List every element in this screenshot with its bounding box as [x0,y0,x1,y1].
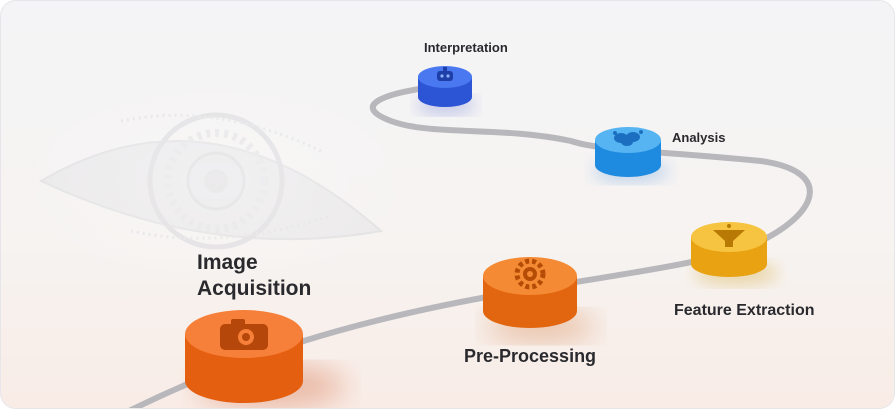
node-interpretation [416,66,476,115]
label-image-acquisition-line1: Image [197,251,258,274]
pipeline-path [128,83,813,408]
node-pre-processing [483,257,596,342]
gear-icon [514,258,546,290]
node-image-acquisition [185,310,346,408]
robot-icon [437,67,453,81]
label-interpretation: Interpretation [424,40,508,55]
label-pre-processing: Pre-Processing [464,346,597,366]
node-feature-extraction [691,222,778,286]
label-analysis: Analysis [672,130,726,145]
label-feature-extraction: Feature Extraction [674,302,815,319]
brain-icon [613,130,643,146]
label-image-acquisition-line2: Acquisition [197,277,312,300]
camera-icon [220,319,268,350]
label-image-acquisition: Image Acquisition [197,250,311,302]
funnel-icon [713,224,745,247]
node-analysis [593,127,669,183]
